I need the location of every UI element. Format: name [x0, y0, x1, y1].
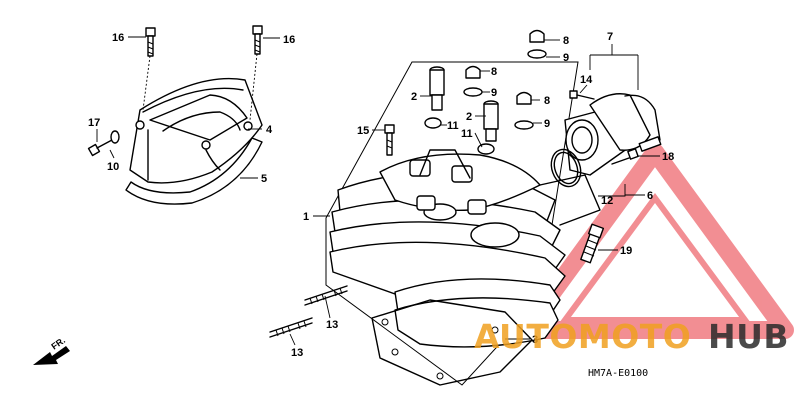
o-ring-11-upper — [424, 117, 442, 129]
spark-plug — [580, 223, 605, 264]
callout-9-right: 9 — [544, 118, 550, 130]
callout-16-left: 16 — [112, 32, 124, 44]
callout-17: 17 — [88, 117, 100, 129]
callout-2-lower: 2 — [466, 111, 472, 123]
callout-16-right: 16 — [283, 34, 295, 46]
cylinder-head-gasket — [371, 299, 533, 386]
callout-5: 5 — [261, 173, 267, 185]
carburetor-insulator — [564, 93, 662, 176]
callout-13-upper: 13 — [326, 319, 338, 331]
callout-6: 6 — [647, 190, 653, 202]
callout-15: 15 — [357, 125, 369, 137]
bolt-15 — [384, 124, 395, 156]
watermark-triangle — [516, 143, 794, 339]
callout-9-top: 9 — [563, 52, 569, 64]
valve-guide-upper — [429, 66, 445, 111]
callout-8-right: 8 — [544, 95, 550, 107]
callout-9-mid: 9 — [491, 87, 497, 99]
bolt-18 — [611, 148, 639, 165]
drawing-code: HM7A-E0100 — [588, 368, 648, 379]
watermark-text-automoto: AUTOMOTO — [474, 317, 691, 356]
watermark-logo: AUTOMOTO HUB — [474, 317, 789, 356]
bolt-16-right — [249, 25, 263, 121]
callout-18: 18 — [662, 151, 674, 163]
bolt-14 — [569, 90, 595, 100]
front-direction-arrow — [33, 346, 70, 365]
callout-4: 4 — [266, 124, 273, 136]
callout-7: 7 — [607, 31, 613, 43]
callout-labels: 16 16 17 10 4 5 15 1 2 2 8 9 8 9 8 9 11 … — [88, 31, 674, 359]
stud-bolt-13-b — [269, 317, 313, 338]
callout-1: 1 — [303, 211, 309, 223]
bolt-16-left — [142, 27, 156, 111]
cap-nut-8-mid — [463, 65, 483, 97]
watermark-text-hub: HUB — [708, 317, 789, 356]
callout-13-lower: 13 — [291, 347, 303, 359]
callout-12: 12 — [601, 195, 613, 207]
cap-nut-8-top — [527, 29, 547, 59]
head-cover-gasket — [125, 137, 263, 205]
callout-19: 19 — [620, 245, 632, 257]
callout-2-upper: 2 — [411, 91, 417, 103]
callout-8-top: 8 — [563, 35, 569, 47]
valve-guide-lower — [483, 100, 499, 142]
cap-nut-8-right — [514, 91, 534, 130]
cylinder-head — [325, 61, 601, 386]
callout-8-mid: 8 — [491, 66, 497, 78]
bolt-17 — [87, 130, 120, 157]
o-ring-11-lower — [477, 143, 495, 155]
callout-10: 10 — [107, 161, 119, 173]
leader-lines — [96, 36, 660, 346]
callout-11-upper: 11 — [447, 120, 459, 132]
cylinder-head-cover — [129, 77, 263, 184]
stud-bolt-13-a — [304, 285, 348, 306]
o-ring-12 — [550, 148, 582, 188]
callout-11-lower: 11 — [461, 128, 473, 140]
callout-14: 14 — [580, 74, 593, 86]
callout-3: 3 — [532, 334, 538, 346]
